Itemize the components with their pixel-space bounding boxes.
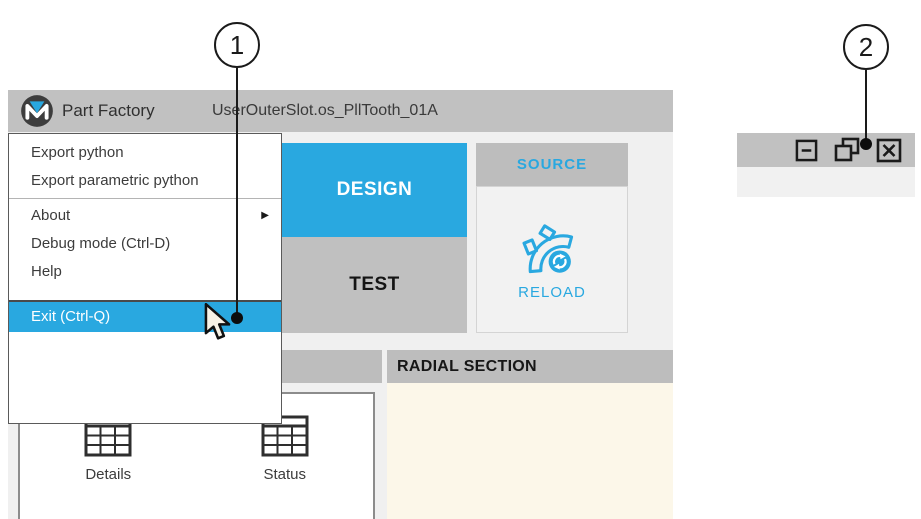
reload-label: RELOAD <box>518 284 586 301</box>
menu-item-debug-mode[interactable]: Debug mode (Ctrl-D) <box>31 235 171 252</box>
restore-icon <box>834 137 860 162</box>
restore-button[interactable] <box>833 137 861 163</box>
menu-item-export-parametric-python[interactable]: Export parametric python <box>31 172 199 189</box>
window-controls-bar <box>737 133 915 167</box>
selector-item-details[interactable]: Details <box>84 415 132 483</box>
app-window: Part Factory UserOuterSlot.os_PllTooth_0… <box>8 90 673 519</box>
reload-part-icon <box>522 224 574 274</box>
source-panel: SOURCE RELOAD <box>476 143 628 386</box>
callout-1-line <box>236 68 238 318</box>
selector-item-status[interactable]: Status <box>261 415 309 483</box>
submenu-arrow-icon: ▶ <box>261 210 269 221</box>
menu-item-export-python[interactable]: Export python <box>31 144 124 161</box>
app-name: Part Factory <box>62 101 155 120</box>
document-title: UserOuterSlot.os_PllTooth_01A <box>212 102 438 119</box>
minimize-icon <box>795 139 818 161</box>
callout-2-line <box>865 70 867 144</box>
radial-section-canvas <box>387 383 673 519</box>
tab-test[interactable]: TEST <box>282 237 467 333</box>
callout-1-badge: 1 <box>214 22 260 68</box>
close-button[interactable] <box>876 138 902 163</box>
close-icon <box>876 138 902 162</box>
reload-button[interactable]: RELOAD <box>476 186 628 333</box>
menu-separator <box>9 198 281 199</box>
selector-label-status: Status <box>263 466 307 483</box>
radial-section-header: RADIAL SECTION <box>387 350 673 383</box>
window-controls-strip <box>737 167 915 197</box>
app-menu: Export python Export parametric python A… <box>8 133 282 424</box>
callout-1-dot <box>231 312 243 324</box>
mouse-cursor-icon <box>204 303 231 340</box>
refresh-icon <box>548 250 571 273</box>
callout-2-badge: 2 <box>843 24 889 70</box>
selector-label-details: Details <box>85 466 132 483</box>
source-panel-header: SOURCE <box>476 143 628 186</box>
minimize-button[interactable] <box>795 139 818 162</box>
callout-2-dot <box>860 138 872 150</box>
tab-design[interactable]: DESIGN <box>282 143 467 237</box>
menu-item-about[interactable]: About ▶ <box>9 202 281 230</box>
menu-separator <box>9 300 281 302</box>
app-logo-icon <box>21 95 53 127</box>
titlebar: Part Factory UserOuterSlot.os_PllTooth_0… <box>8 90 673 132</box>
menu-item-help[interactable]: Help <box>31 263 62 280</box>
